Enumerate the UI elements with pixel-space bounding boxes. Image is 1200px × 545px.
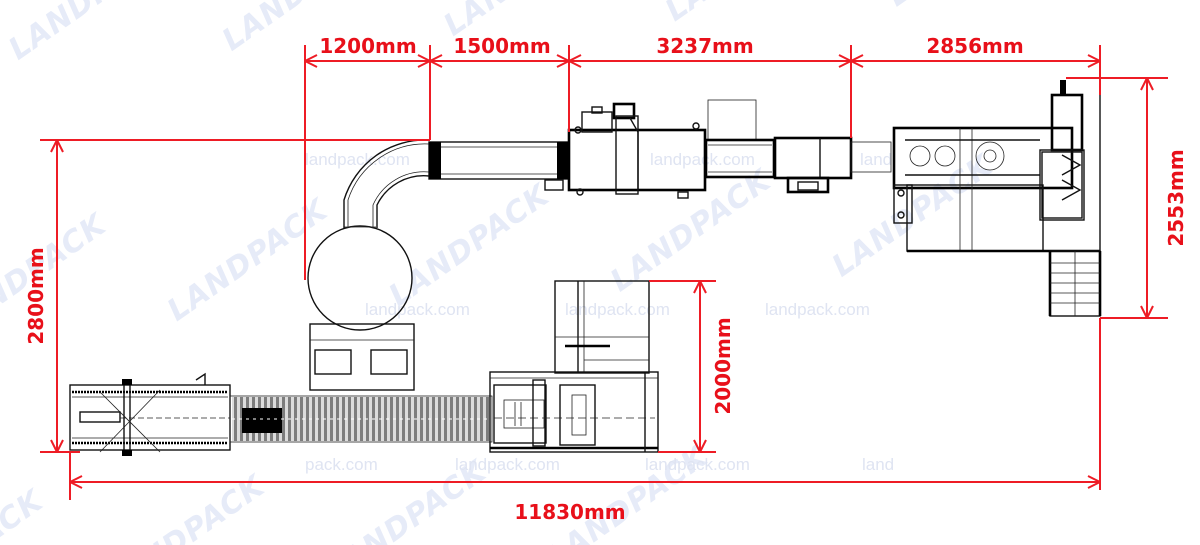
- dim-label-seg2: 1500mm: [453, 34, 550, 58]
- access-stairs: [1048, 250, 1102, 317]
- round-hopper: [307, 225, 413, 331]
- watermark-logo: LANDPACK: [3, 0, 178, 67]
- watermark-logo: LANDPACK: [383, 177, 558, 314]
- watermark-site: landpack.com: [645, 455, 750, 474]
- watermark-site: landpack.com: [565, 300, 670, 319]
- watermark-site: landpack.com: [765, 300, 870, 319]
- dim-label-right-height: 2553mm: [1164, 149, 1188, 246]
- carton-unit: [489, 280, 659, 453]
- discharge-station: [69, 372, 231, 456]
- watermark-site: landpack.com: [650, 150, 755, 169]
- dimension-lines: [40, 45, 1168, 500]
- watermark-site: landpack.com: [455, 455, 560, 474]
- straight-conveyor: [428, 141, 570, 191]
- dim-label-inner-height: 2000mm: [711, 317, 735, 414]
- dim-label-total-length: 11830mm: [514, 500, 625, 524]
- dim-label-seg4: 2856mm: [926, 34, 1023, 58]
- dim-label-seg1: 1200mm: [319, 34, 416, 58]
- watermark-site: pack.com: [305, 455, 378, 474]
- roller-conveyor: [229, 395, 493, 443]
- watermark-logo: LANDPACK: [604, 162, 779, 299]
- control-cabinet: [309, 323, 415, 391]
- watermark-site: landpack.com: [305, 150, 410, 169]
- watermark-logo: LANDPACK: [659, 0, 834, 29]
- dim-label-seg3: 3237mm: [656, 34, 753, 58]
- watermark-logo: LANDPACK: [881, 0, 1056, 14]
- intermediate-conveyor: [704, 99, 892, 194]
- watermark-logo: LANDPACK: [161, 191, 336, 328]
- watermark-logo: LANDPACK: [98, 468, 273, 545]
- dim-label-left-height: 2800mm: [24, 247, 48, 344]
- watermark-site: land: [862, 455, 894, 474]
- watermark-site: landpack.com: [365, 300, 470, 319]
- watermark-site: land: [860, 150, 892, 169]
- watermark-logo: LANDPACK: [0, 482, 51, 545]
- dimension-labels: 1200mm 1500mm 3237mm 2856mm 2800mm 2553m…: [24, 34, 1188, 524]
